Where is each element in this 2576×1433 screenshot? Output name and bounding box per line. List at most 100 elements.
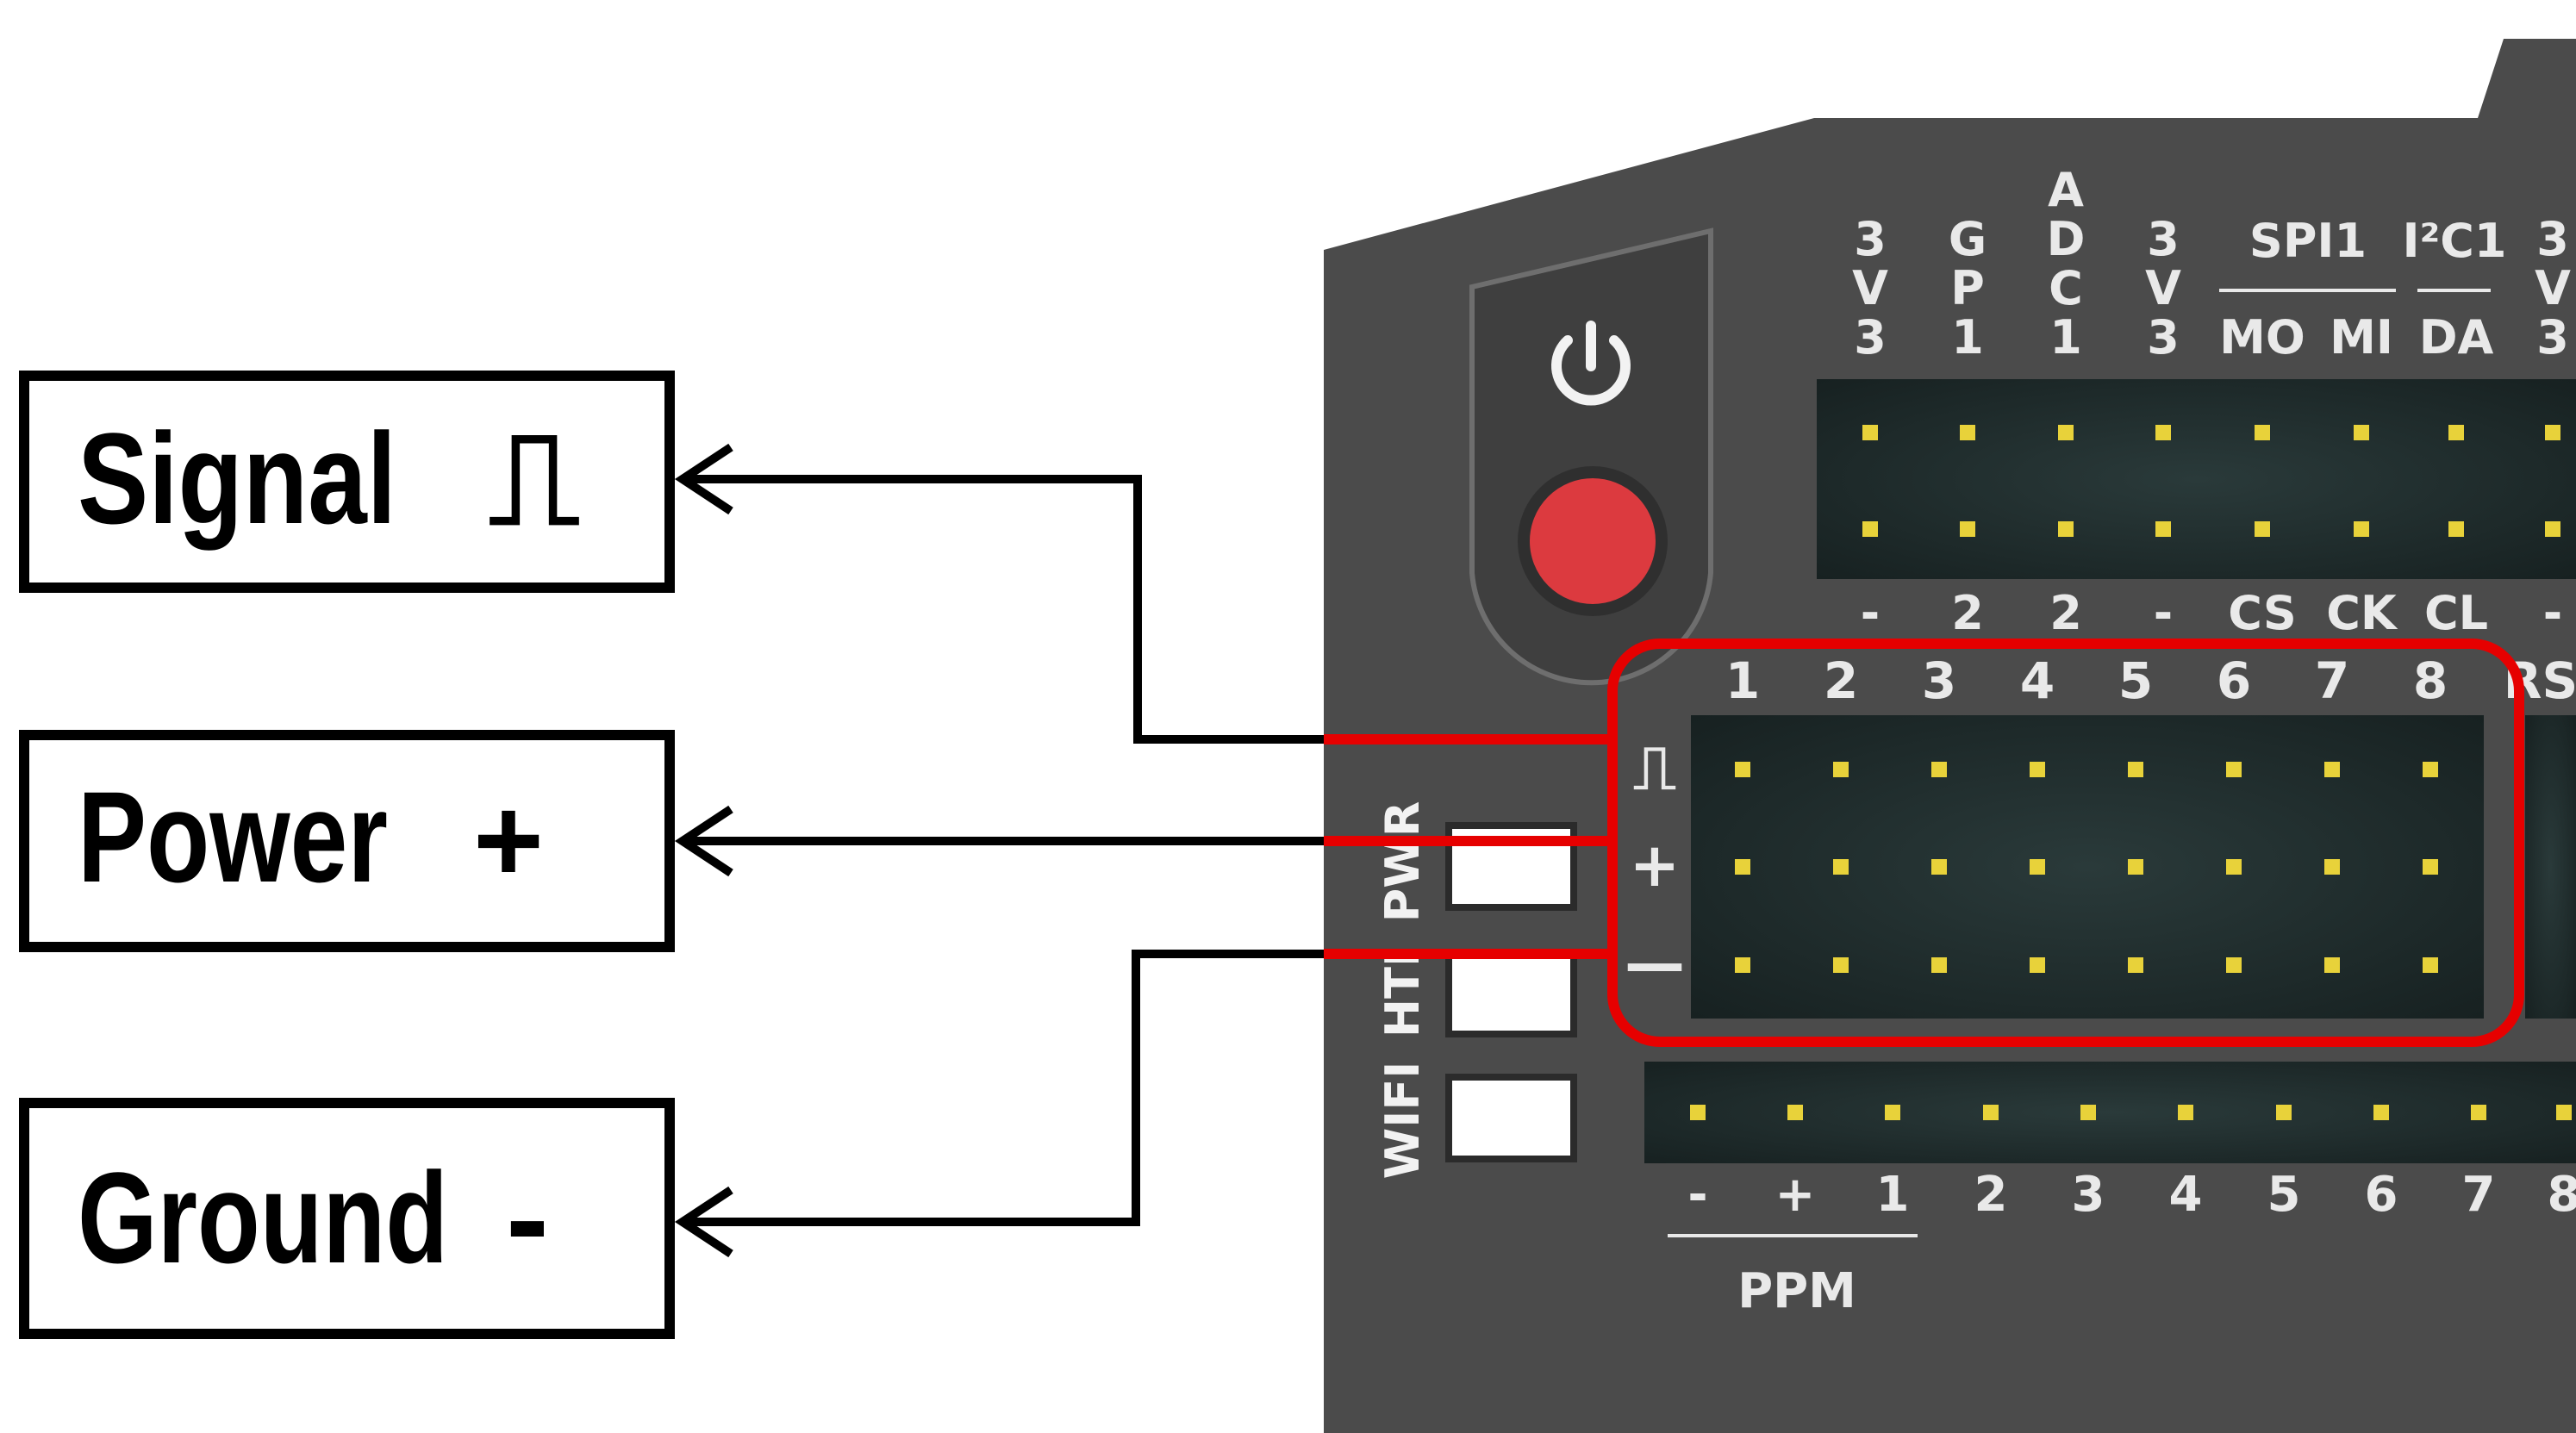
signal-arrowhead bbox=[674, 443, 733, 515]
top-bottom-label: 2 bbox=[1951, 586, 1984, 640]
servo-row-symbol: — bbox=[1625, 928, 1685, 999]
servo-header-pin bbox=[2226, 957, 2242, 973]
ground-label: Ground bbox=[78, 1145, 448, 1290]
top-column-label-char: 1 bbox=[1951, 310, 1984, 364]
servo-header-pin bbox=[2324, 957, 2340, 973]
servo-header bbox=[1691, 715, 2484, 1019]
signal-label: Signal bbox=[78, 406, 396, 551]
ppm-header-pin bbox=[2556, 1105, 2572, 1120]
top-column-label-char: P bbox=[1950, 261, 1985, 315]
top-bottom-label: CL bbox=[2424, 586, 2488, 640]
top-header-pin bbox=[2058, 521, 2074, 537]
top-column-label-char: G bbox=[1949, 212, 1987, 266]
servo-header-pin bbox=[1735, 762, 1750, 777]
power-icon bbox=[1551, 321, 1631, 406]
servo-header-pin bbox=[2030, 957, 2045, 973]
hti-led bbox=[1445, 949, 1577, 1037]
pwr-led-label: PWR bbox=[1375, 801, 1430, 923]
ppm-header bbox=[1644, 1062, 2576, 1163]
servo-column-number: 5 bbox=[2118, 651, 2153, 710]
servo-header-pin bbox=[2226, 762, 2242, 777]
ppm-header-pin bbox=[2471, 1105, 2486, 1120]
ppm-header-pin bbox=[2373, 1105, 2389, 1120]
servo-header-pin bbox=[2423, 859, 2438, 875]
ppm-header-pins bbox=[1690, 1105, 2572, 1120]
servo-column-number: 3 bbox=[1922, 651, 1956, 710]
power-arrowhead bbox=[674, 805, 733, 877]
top-bottom-label: CS bbox=[2228, 586, 2297, 640]
spi1-label: SPI1 bbox=[2249, 214, 2367, 268]
top-header-pin bbox=[1862, 521, 1878, 537]
top-column-label-char: 3 bbox=[2147, 212, 2180, 266]
top-bottom-label: 2 bbox=[2049, 586, 2082, 640]
signal-symbol: ⎍ bbox=[489, 406, 579, 551]
top-column-label-char: A bbox=[2048, 163, 2084, 217]
servo-header-pin bbox=[2226, 859, 2242, 875]
servo-header-pin bbox=[2128, 762, 2143, 777]
ppm-header-pin bbox=[2080, 1105, 2096, 1120]
servo-row-symbols: ⎍+— bbox=[1625, 732, 1685, 999]
ground-connector bbox=[683, 950, 1324, 1226]
servo-header-pin bbox=[2324, 762, 2340, 777]
top-bottom-label: - bbox=[2543, 586, 2562, 640]
servo-column-number: 6 bbox=[2217, 651, 2251, 710]
top-header-pin bbox=[2354, 521, 2369, 537]
top-header-pin bbox=[2255, 521, 2270, 537]
ppm-header-pin bbox=[1690, 1105, 1706, 1120]
top-header-pin bbox=[2155, 425, 2171, 440]
power-button[interactable] bbox=[1518, 466, 1668, 616]
top-header-pin bbox=[2354, 425, 2369, 440]
top-column-label-char: D bbox=[2047, 212, 2086, 266]
ppm-pin-label: + bbox=[1775, 1167, 1816, 1223]
top-column-label-char: V bbox=[2145, 261, 2181, 315]
servo-header-pin bbox=[1833, 762, 1849, 777]
ground-box bbox=[19, 1098, 675, 1339]
i2c1-label: I²C1 bbox=[2403, 214, 2507, 268]
top-header-pin bbox=[1960, 521, 1975, 537]
servo-column-number: 4 bbox=[2020, 651, 2055, 710]
top-column-label-char: 3 bbox=[1854, 310, 1887, 364]
ppm-pin-label: 1 bbox=[1876, 1167, 1910, 1223]
ppm-header-pin bbox=[2276, 1105, 2292, 1120]
top-column-label-char: V bbox=[2535, 261, 2571, 315]
ppm-pin-label: 8 bbox=[2548, 1167, 2576, 1223]
top-header-pin bbox=[2155, 521, 2171, 537]
servo-header-pin bbox=[2423, 762, 2438, 777]
servo-header-pins bbox=[1735, 762, 2438, 973]
servo-column-number: 8 bbox=[2413, 651, 2448, 710]
servo-header-pin bbox=[1931, 957, 1947, 973]
signal-box bbox=[19, 371, 675, 593]
servo-header-pin bbox=[2324, 859, 2340, 875]
da-label: DA bbox=[2419, 310, 2494, 364]
top-header bbox=[1817, 379, 2576, 579]
ppm-pin-label: 6 bbox=[2365, 1167, 2398, 1223]
ppm-pin-label: - bbox=[1687, 1167, 1707, 1223]
servo-header-pin bbox=[2128, 957, 2143, 973]
power-box bbox=[19, 730, 675, 952]
servo-header-right-block bbox=[2525, 715, 2576, 1019]
servo-header-pin bbox=[2423, 957, 2438, 973]
top-column-label-char: 3 bbox=[2147, 310, 2180, 364]
servo-header-pin bbox=[1833, 957, 1849, 973]
top-bottom-label: - bbox=[2154, 586, 2173, 640]
ppm-pin-label: 2 bbox=[1974, 1167, 2008, 1223]
ppm-pin-label: 4 bbox=[2169, 1167, 2203, 1223]
ppm-header-pin bbox=[1885, 1105, 1900, 1120]
top-header-pin bbox=[2255, 425, 2270, 440]
servo-column-number: 1 bbox=[1725, 651, 1760, 710]
mi-label: MI bbox=[2330, 310, 2393, 364]
top-header-pin bbox=[1960, 425, 1975, 440]
ground-arrowhead bbox=[674, 1186, 733, 1258]
servo-header-pin bbox=[1931, 762, 1947, 777]
power-label: Power bbox=[78, 764, 388, 909]
servo-header-pin bbox=[1735, 957, 1750, 973]
ppm-pin-label: 7 bbox=[2462, 1167, 2496, 1223]
servo-column-number: 7 bbox=[2315, 651, 2349, 710]
power-symbol: + bbox=[473, 772, 544, 907]
ppm-header-pin bbox=[1787, 1105, 1803, 1120]
mo-label: MO bbox=[2219, 310, 2305, 364]
top-header-pin bbox=[2058, 425, 2074, 440]
servo-header-pin bbox=[2128, 859, 2143, 875]
ppm-pin-label: 5 bbox=[2267, 1167, 2301, 1223]
